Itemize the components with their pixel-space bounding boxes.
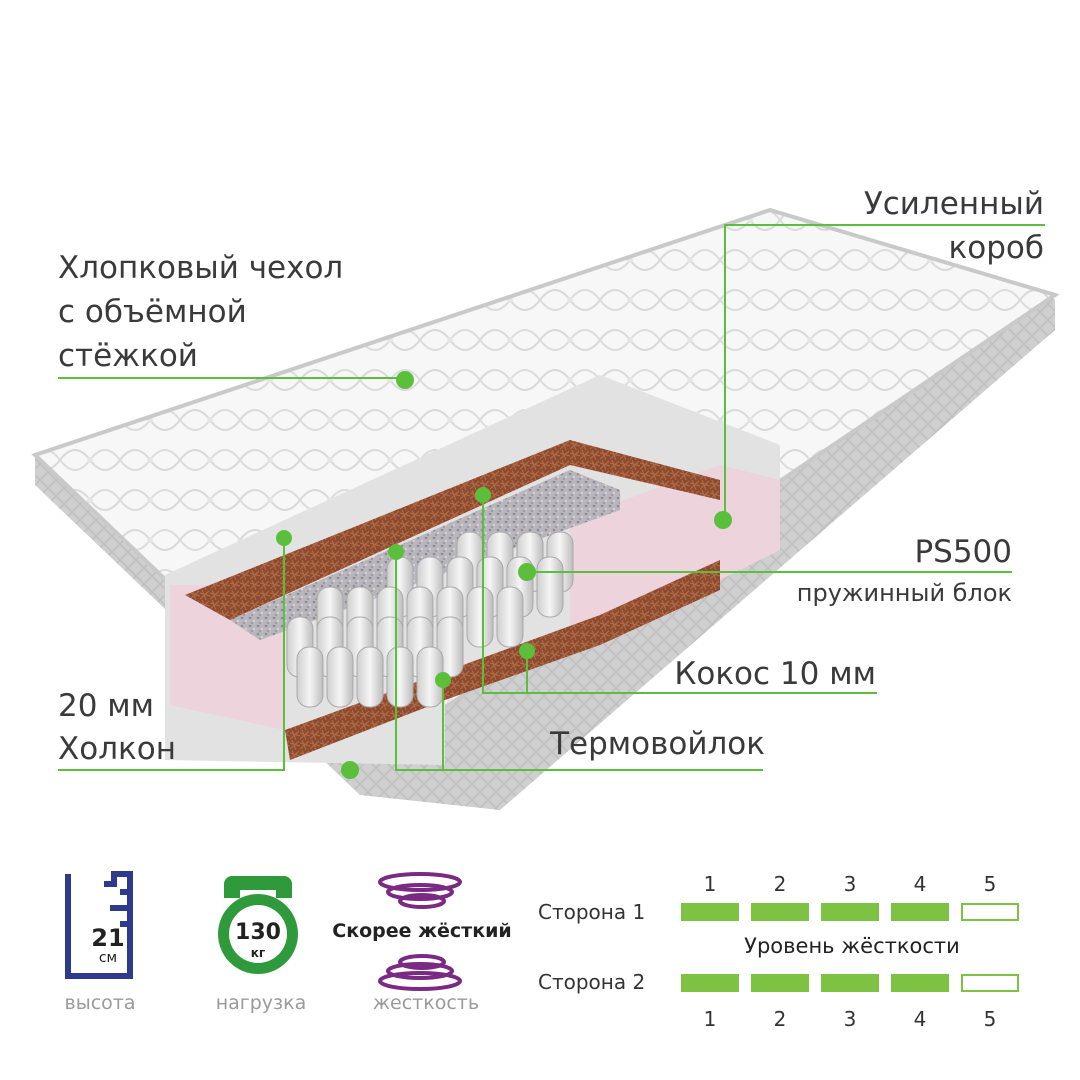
height-caption: высота <box>64 992 136 1014</box>
load-value: 130 <box>235 920 281 945</box>
box-label-line1: Усиленный <box>863 186 1044 222</box>
cover-label-line1: Хлопковый чехол <box>58 250 344 286</box>
stiffness-label: Скорее жёсткий <box>332 920 512 942</box>
side2-segment-1 <box>681 974 739 992</box>
scale-bottom-number-5: 5 <box>983 1007 997 1031</box>
ruler-icon <box>65 871 133 979</box>
side1-segment-5 <box>961 903 1019 921</box>
scale-top-number-1: 1 <box>703 872 717 896</box>
specs-panel: 21 см высота 130 кг нагрузка Скорее жёст… <box>0 840 1080 1080</box>
felt-label: Термовойлок <box>550 726 765 762</box>
load-caption: нагрузка <box>215 992 307 1014</box>
height-unit: см <box>98 950 118 966</box>
scale-bottom-number-1: 1 <box>703 1007 717 1031</box>
side2-segment-4 <box>891 974 949 992</box>
side1-segment-4 <box>891 903 949 921</box>
scale-bottom-number-4: 4 <box>913 1007 927 1031</box>
side2-segment-2 <box>751 974 809 992</box>
coconut-label: Кокос 10 мм <box>674 656 876 692</box>
scale-top-number-3: 3 <box>843 872 857 896</box>
scale-top-number-4: 4 <box>913 872 927 896</box>
side1-segment-3 <box>821 903 879 921</box>
side2-segment-5 <box>961 974 1019 992</box>
spring-icon-bottom <box>378 954 462 991</box>
mattress-illustration <box>31 207 1060 810</box>
holcon-label-line2: Холкон <box>58 731 176 767</box>
holcon-label-line1: 20 мм <box>58 688 155 724</box>
height-value: 21 <box>91 924 125 952</box>
side1-label: Сторона 1 <box>538 900 646 924</box>
scale-bottom-number-2: 2 <box>773 1007 787 1031</box>
scale-top-number-2: 2 <box>773 872 787 896</box>
load-unit: кг <box>250 946 266 960</box>
cover-label-line3: стёжкой <box>58 338 198 374</box>
side1-segment-2 <box>751 903 809 921</box>
firmness-title: Уровень жёсткости <box>744 934 960 958</box>
spring-label-title: PS500 <box>914 534 1012 570</box>
side2-segment-3 <box>821 974 879 992</box>
scale-bottom-number-3: 3 <box>843 1007 857 1031</box>
cover-label-line2: с объёмной <box>58 294 247 330</box>
kettlebell-icon <box>218 876 298 974</box>
spring-label-sub: пружинный блок <box>796 579 1012 607</box>
spring-icon <box>378 872 462 909</box>
side2-label: Сторона 2 <box>538 970 646 994</box>
box-label-line2: короб <box>948 230 1044 266</box>
side1-segment-1 <box>681 903 739 921</box>
stiffness-caption: жесткость <box>372 992 480 1014</box>
scale-top-number-5: 5 <box>983 872 997 896</box>
